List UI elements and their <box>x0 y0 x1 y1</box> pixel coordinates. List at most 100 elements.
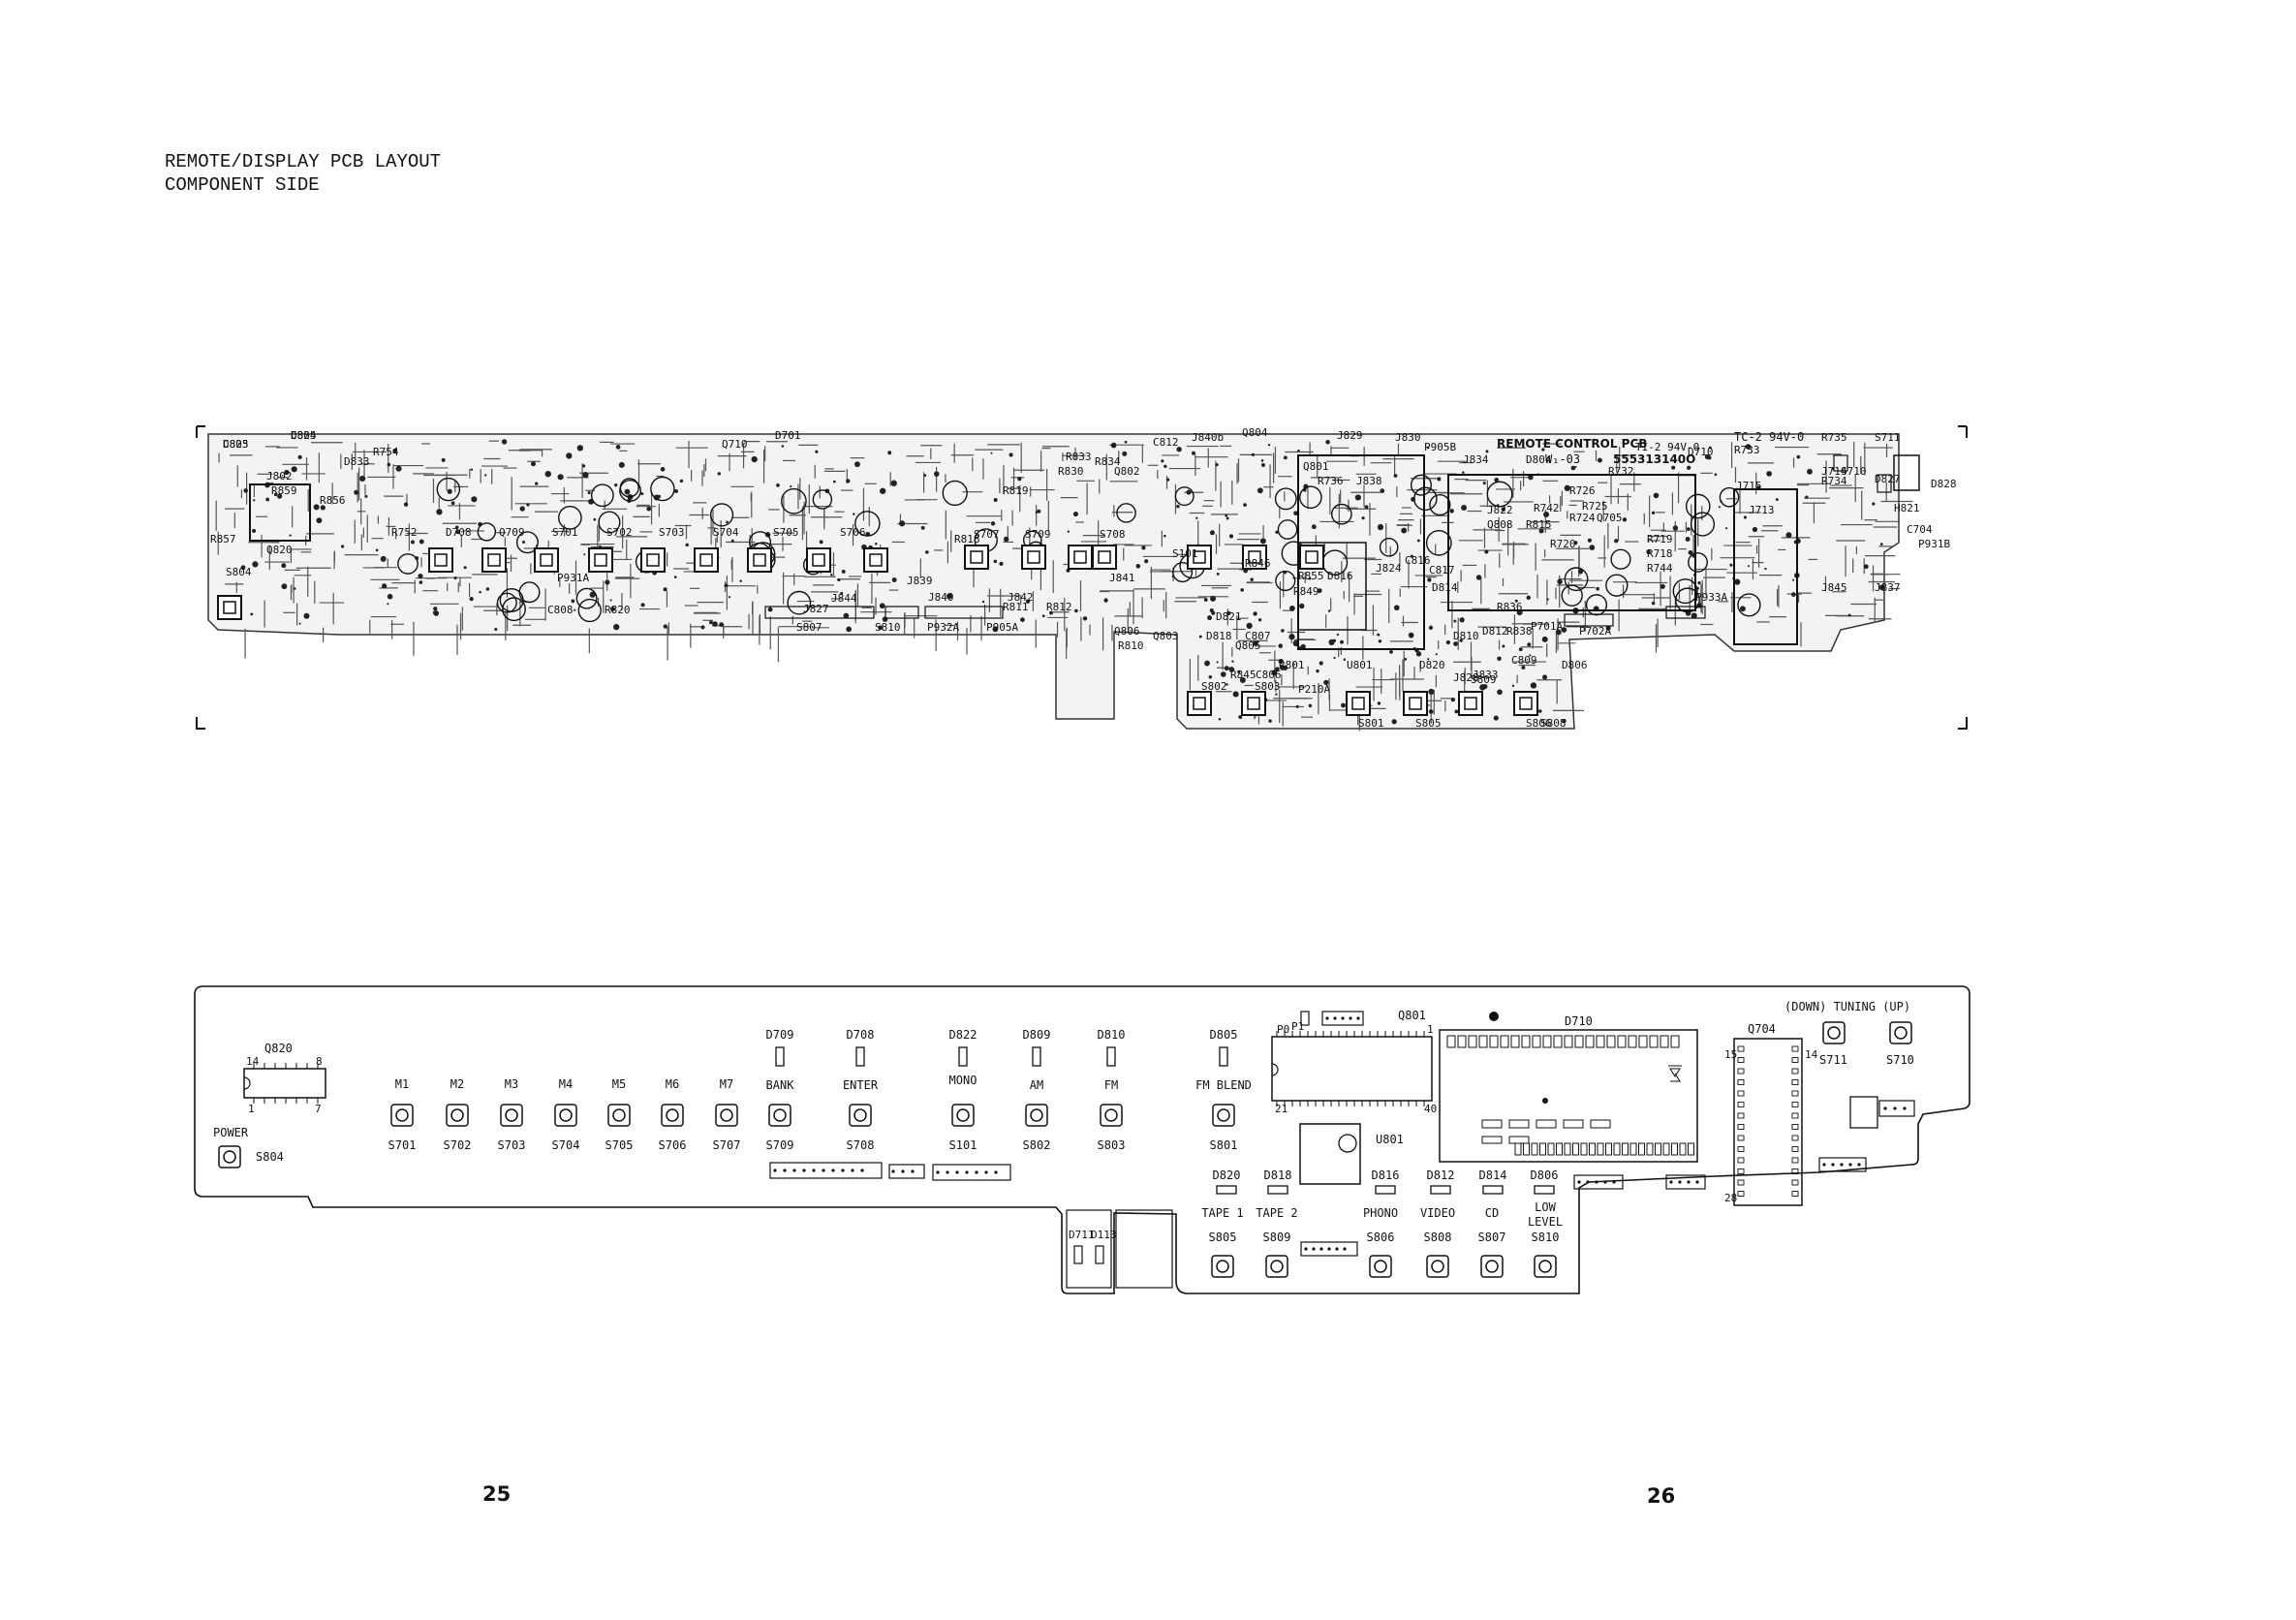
source-led-label: D814 <box>1479 1168 1507 1182</box>
top-component-label: R744 <box>1647 562 1673 575</box>
tuning-up-button[interactable] <box>1889 1021 1912 1044</box>
top-component-label: R859 <box>271 484 297 497</box>
corner-mark-tr <box>1958 425 1968 438</box>
q801-pin21: 21 <box>1275 1103 1288 1115</box>
source-key-button-tape-1[interactable] <box>1211 1255 1234 1278</box>
memory-key-label: M4 <box>559 1077 573 1091</box>
tuning-label: (DOWN) TUNING (UP) <box>1784 1000 1910 1013</box>
memory-key-button-3[interactable] <box>500 1104 523 1127</box>
function-led <box>775 1046 785 1067</box>
title-line-1: REMOTE/DISPLAY PCB LAYOUT <box>165 151 442 172</box>
d710-label: D710 <box>1565 1014 1593 1028</box>
d710-arrow-symbol <box>1669 1068 1681 1082</box>
function-key-label: BANK <box>766 1078 795 1092</box>
top-component-label: R801 <box>1279 659 1305 671</box>
q704-label: Q704 <box>1748 1022 1776 1036</box>
source-key-button-video[interactable] <box>1426 1255 1449 1278</box>
function-key-button-fm-blend[interactable] <box>1212 1104 1235 1127</box>
top-component-label: Q710 <box>722 438 748 451</box>
memory-key-label: M2 <box>450 1077 464 1091</box>
top-component-label: R830 <box>1058 465 1084 478</box>
memory-key-button-1[interactable] <box>390 1104 414 1127</box>
source-key-button-low-level[interactable] <box>1534 1255 1557 1278</box>
function-keys: D709BANKS709D708ENTERS708D822MONOS101D80… <box>766 1028 1252 1152</box>
top-component-label: D812 <box>1482 625 1508 638</box>
power-switch-label: S804 <box>256 1150 284 1164</box>
top-component-label: R856 <box>320 494 346 507</box>
top-component-label: D803 <box>223 438 249 451</box>
source-led <box>1216 1185 1237 1195</box>
top-component-label: J841 <box>1109 572 1135 584</box>
top-component-label: Q808 <box>1487 518 1513 531</box>
top-component-label: R724 <box>1569 512 1596 524</box>
memory-key-button-2[interactable] <box>446 1104 469 1127</box>
source-key-label: PHONO <box>1363 1206 1398 1220</box>
top-component-label: P905A <box>986 621 1018 634</box>
top-switch-7 <box>806 547 831 573</box>
d711-tab <box>1066 1209 1112 1289</box>
d710-display-top <box>1447 474 1696 611</box>
q820-pin14: 14 <box>246 1055 260 1068</box>
function-key-switch: S708 <box>847 1138 875 1152</box>
top-component-label: J828 <box>1453 671 1479 684</box>
corner-mark-bl <box>196 717 205 730</box>
function-key-button-enter[interactable] <box>849 1104 872 1127</box>
source-key-button-phono[interactable] <box>1369 1255 1392 1278</box>
q704-pin28: 28 <box>1724 1192 1737 1204</box>
power-button[interactable] <box>218 1145 241 1168</box>
source-key-switch: S809 <box>1263 1231 1291 1244</box>
top-component-label: R812 <box>1046 601 1072 613</box>
power-label: POWER <box>213 1126 249 1139</box>
tuning-down-button[interactable] <box>1822 1021 1846 1044</box>
memory-key-button-4[interactable] <box>554 1104 577 1127</box>
top-component-label: P702A <box>1579 625 1611 638</box>
function-key-button-mono[interactable] <box>951 1104 975 1127</box>
memory-key-button-5[interactable] <box>607 1104 631 1127</box>
top-component-label: H821 <box>1894 502 1920 514</box>
q801-p1: P1 <box>1291 1020 1304 1033</box>
title-line-2: COMPONENT SIDE <box>165 174 320 196</box>
top-switch-1 <box>481 547 507 573</box>
function-key-button-am[interactable] <box>1025 1104 1048 1127</box>
top-switch-13 <box>1187 545 1212 570</box>
source-led-label: D812 <box>1427 1168 1455 1182</box>
top-component-label: J840b <box>1192 431 1224 444</box>
memory-key-switch: S704 <box>552 1138 580 1152</box>
source-key-switch: S810 <box>1532 1231 1560 1244</box>
top-component-label: R742 <box>1534 502 1560 514</box>
top-component-label: S701 <box>552 526 578 539</box>
top-component-label: R736 <box>1318 475 1344 487</box>
top-component-label: S710 <box>1841 465 1867 478</box>
top-component-label: S707 <box>974 528 1000 541</box>
source-key-button-tape-2[interactable] <box>1265 1255 1288 1278</box>
top-component-label: R815 <box>1526 518 1552 531</box>
memory-key-button-7[interactable] <box>715 1104 738 1127</box>
top-component-label: D818 <box>1206 630 1232 642</box>
source-key-button-cd[interactable] <box>1480 1255 1504 1278</box>
function-key-label: FM <box>1104 1078 1118 1092</box>
top-component-label: D814 <box>1432 581 1458 594</box>
top-component-label: S808 <box>1540 717 1567 730</box>
function-key-button-bank[interactable] <box>768 1104 791 1127</box>
top-component-label: D710 <box>1688 446 1714 458</box>
q801-pin40: 40 <box>1424 1103 1437 1115</box>
top-component-label: J840 <box>928 591 954 604</box>
memory-key-button-6[interactable] <box>661 1104 684 1127</box>
memory-key-label: M1 <box>395 1077 409 1091</box>
source-led-label: D806 <box>1531 1168 1559 1182</box>
top-component-label: R857 <box>210 533 236 545</box>
top-component-label: J842 <box>1008 591 1034 604</box>
top-component-label: C807 <box>1245 630 1271 642</box>
pcb-rating-label: TC-2 94V-0 <box>1734 430 1804 444</box>
memory-key-switch: S701 <box>388 1138 417 1152</box>
top-component-label: D804 <box>1526 453 1552 466</box>
function-key-button-fm[interactable] <box>1100 1104 1123 1127</box>
source-key-label: TAPE 1 <box>1201 1206 1243 1220</box>
connector-strips <box>769 1011 1915 1257</box>
top-component-label: J837 <box>1875 581 1901 594</box>
top-component-label: R818 <box>954 533 980 545</box>
top-component-label: S703 <box>659 526 685 539</box>
top-component-label: R810 <box>1118 639 1144 652</box>
